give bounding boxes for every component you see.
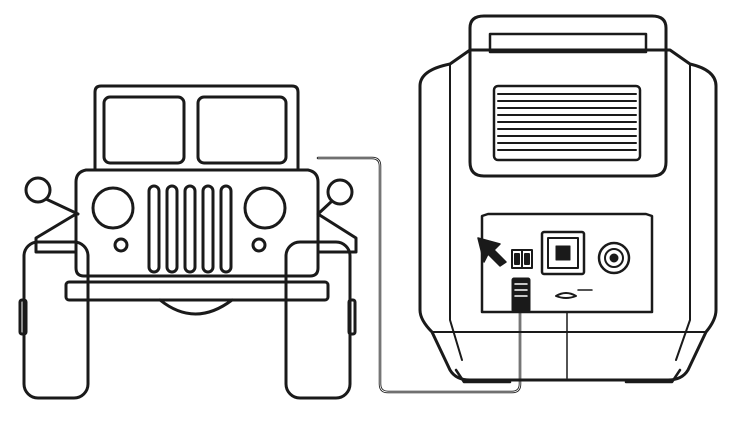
left-fender: [34, 212, 78, 254]
right-fender: [316, 212, 358, 254]
vent-grille: [492, 84, 642, 162]
right-foot: [624, 368, 682, 384]
left-bevel: [449, 63, 463, 361]
axle: [158, 298, 234, 316]
right-mirror: [316, 178, 354, 216]
right-hub: [347, 298, 357, 336]
right-headlight: [243, 186, 287, 230]
left-hub: [18, 298, 28, 336]
car-input-port: [511, 249, 533, 269]
dc-round-port: [597, 241, 631, 275]
front-bumper: [64, 280, 330, 302]
power-station-icon: [418, 14, 718, 384]
port-panel: [480, 212, 654, 314]
ac-outlet: [540, 230, 586, 276]
right-turn-light: [251, 237, 267, 253]
windshield-left-pane: [102, 95, 186, 165]
car-charger-plug-icon: [511, 277, 531, 313]
left-tire: [22, 240, 90, 400]
jeep-icon: [18, 84, 358, 400]
left-headlight: [91, 186, 135, 230]
charging-cable-inner: [317, 157, 521, 393]
left-mirror: [24, 176, 80, 216]
ac-label-mark: [555, 292, 577, 299]
left-turn-light: [113, 237, 129, 253]
windshield-right-pane: [196, 95, 288, 165]
right-bevel: [675, 63, 691, 361]
left-foot: [454, 368, 512, 384]
carry-handle: [468, 14, 668, 178]
windshield-frame: [93, 84, 300, 172]
handle-opening: [488, 32, 648, 54]
arrow-icon: [477, 237, 507, 267]
grille: [147, 184, 233, 274]
jeep-body: [74, 168, 320, 278]
power-station-body: [418, 48, 718, 382]
